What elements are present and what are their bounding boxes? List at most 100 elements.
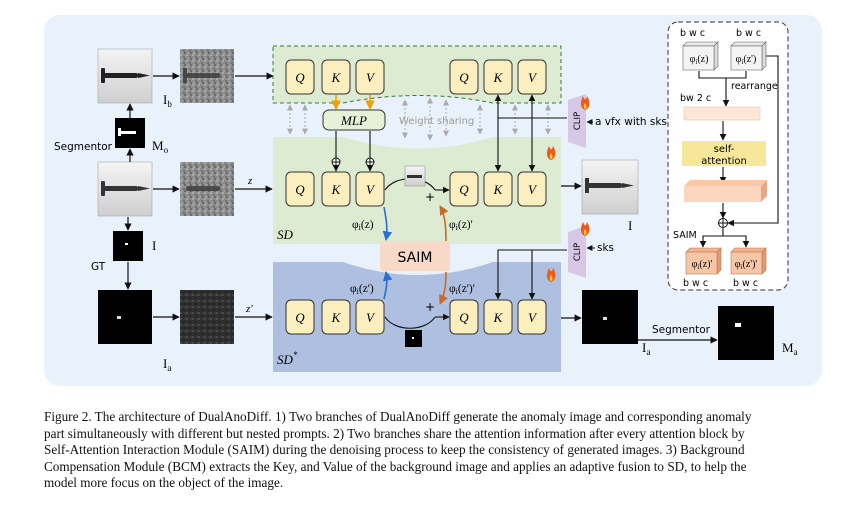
svg-text:CLIP: CLIP <box>573 112 583 130</box>
sd-qkv-right: Q K V <box>449 171 547 207</box>
saim-bwc-bottom-right: b w c <box>733 278 758 289</box>
sd-neck <box>343 137 493 149</box>
label-z: z <box>247 175 253 187</box>
segmentor-label-top: Segmentor <box>54 141 113 153</box>
flame-icon <box>580 222 590 236</box>
sd-block <box>273 137 561 244</box>
prompt-top: a vfx with sks <box>595 116 667 128</box>
mask-Ma <box>718 306 774 360</box>
output-anomaly-Ia <box>582 290 638 344</box>
plus-sd: + <box>425 190 435 204</box>
brown-arrow-phi-zp-out <box>439 271 448 305</box>
noisy-image-Ia <box>180 290 234 344</box>
prompt-bottom: sks <box>597 242 614 254</box>
clip-top: CLIP <box>568 94 586 148</box>
bcm-qkv-left: Q K V <box>285 59 385 95</box>
svg-text:φi(z')': φi(z')' <box>735 259 758 271</box>
svg-text:Q: Q <box>459 310 469 325</box>
svg-text:V: V <box>366 182 376 197</box>
sd-star-label: SD* <box>277 350 298 367</box>
noisy-image-Ib <box>180 49 234 103</box>
gt-mask <box>113 231 143 261</box>
sdstar-curve-arrow <box>384 316 436 329</box>
label-Ia: Ia <box>163 356 171 373</box>
caption-line-2: part simultaneously with different but n… <box>44 425 745 441</box>
saim-bwc-bottom-left: b w c <box>683 278 708 289</box>
output-image-I <box>581 159 639 215</box>
architecture-diagram: Ib Mo Segmentor I GT Ia z z' S <box>44 15 822 386</box>
flame-icon <box>546 146 556 160</box>
phi-z-prime-label: φi(z)' <box>449 219 473 232</box>
svg-text:CLIP: CLIP <box>573 243 583 261</box>
flame-icon <box>546 268 556 282</box>
figure-caption: Figure 2. The architecture of DualAnoDif… <box>44 409 822 492</box>
label-Ib: Ib <box>163 92 172 109</box>
brown-arrow-phi-z-out <box>439 205 449 242</box>
mask-Mo <box>115 118 145 148</box>
svg-text:K: K <box>493 70 504 85</box>
anomaly-image-I <box>97 161 153 217</box>
self-attention-box: self- attention <box>682 141 766 167</box>
clip-bottom: CLIP <box>568 226 586 278</box>
svg-text:Q: Q <box>459 70 469 85</box>
saim-tensor-top <box>683 106 761 121</box>
label-Ma: Ma <box>782 340 798 357</box>
phi-zp-label: φi(z') <box>350 283 374 296</box>
phi-z-label: φi(z) <box>352 219 374 232</box>
svg-text:V: V <box>366 70 376 85</box>
saim-bw2c: bw 2 c <box>680 93 711 104</box>
saim-tensor-bottom <box>684 180 767 202</box>
svg-text:K: K <box>331 310 342 325</box>
svg-text:V: V <box>528 310 538 325</box>
svg-text:self-: self- <box>714 144 735 155</box>
caption-line-3: Self-Attention Interaction Module (SAIM)… <box>44 442 745 458</box>
caption-line-1: Figure 2. The architecture of DualAnoDif… <box>44 409 752 424</box>
sd-label: SD <box>277 227 294 242</box>
segmentor-label-bottom: Segmentor <box>652 324 711 336</box>
sdstar-qkv-left: Q K V <box>285 299 385 335</box>
svg-text:K: K <box>331 70 342 85</box>
saim-panel-label: SAIM <box>673 230 697 241</box>
oplus-v <box>365 157 375 167</box>
cube-phi-zp-prime: φi(z')' <box>730 247 767 275</box>
label-I-out: I <box>628 218 632 233</box>
sdstar-qkv-right: Q K V <box>449 299 547 335</box>
blue-arrow-phi-zp-in <box>382 271 393 300</box>
sd-qkv-left: Q K V <box>285 171 385 207</box>
small-image-sd <box>404 165 426 187</box>
mlp-box: MLP <box>322 109 386 131</box>
text-cond-bottom <box>494 249 567 300</box>
flame-icon <box>580 96 590 110</box>
caption-line-5: model more focus on the object of the im… <box>44 475 284 491</box>
oplus-k <box>331 157 341 167</box>
svg-text:φi(z)': φi(z)' <box>692 259 713 271</box>
svg-text:φi(z): φi(z) <box>690 54 709 66</box>
sd-star-block <box>273 262 561 372</box>
weight-sharing-label: Weight sharing <box>399 116 474 127</box>
label-I-main: I <box>152 238 156 253</box>
svg-text:Q: Q <box>295 182 305 197</box>
background-image-Ib <box>97 48 153 104</box>
svg-text:V: V <box>528 70 538 85</box>
saim-bwc-right: b w c <box>736 28 761 39</box>
label-Ia-out: Ia <box>642 340 650 357</box>
cube-phi-z: φi(z) <box>682 41 719 71</box>
svg-text:Q: Q <box>295 310 305 325</box>
svg-text:K: K <box>493 182 504 197</box>
saim-box: SAIM <box>380 241 450 271</box>
label-Mo: Mo <box>152 138 169 155</box>
svg-text:K: K <box>331 182 342 197</box>
label-GT: GT <box>91 261 106 273</box>
saim-oplus <box>718 218 728 228</box>
svg-text:Q: Q <box>295 70 305 85</box>
saim-bwc-left: b w c <box>680 28 705 39</box>
small-image-sdstar <box>405 330 422 347</box>
svg-text:V: V <box>528 182 538 197</box>
svg-text:Q: Q <box>459 182 469 197</box>
svg-text:attention: attention <box>701 156 747 167</box>
saim-rearrange: rearrange <box>731 81 778 92</box>
svg-text:MLP: MLP <box>340 113 367 128</box>
plus-sdstar: + <box>425 300 435 314</box>
bcm-qkv-right: Q K V <box>449 59 547 95</box>
svg-text:SAIM: SAIM <box>398 250 433 266</box>
